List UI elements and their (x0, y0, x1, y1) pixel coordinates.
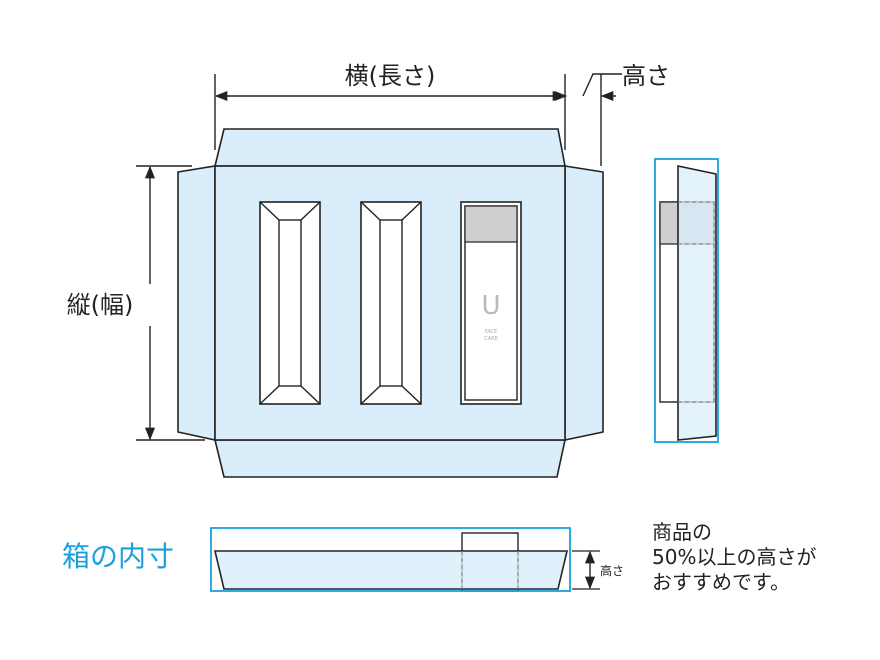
height-dimension-top: 高さ (551, 62, 670, 166)
empty-slot (360, 201, 422, 405)
front-tray (213, 550, 569, 590)
empty-slot (259, 201, 321, 405)
note-line: おすすめです。 (652, 570, 790, 594)
bottom-flap (213, 439, 566, 478)
width-label: 横(長さ) (345, 62, 436, 90)
product-line2: CARE (484, 336, 498, 342)
top-flap (213, 128, 566, 167)
side-inner-size-frame (654, 158, 719, 443)
front-view: 箱の内寸 高さ (62, 527, 624, 592)
depth-dimension: 縦(幅) (67, 165, 205, 441)
depth-label: 縦(幅) (67, 291, 134, 319)
height-label-top: 高さ (622, 62, 670, 90)
width-dimension: 横(長さ) (214, 62, 566, 150)
front-inner-size-frame (210, 527, 571, 592)
product-letter: U (481, 291, 500, 321)
left-flap (177, 165, 216, 441)
inner-size-label: 箱の内寸 (62, 540, 174, 573)
product-slot: U FACE CARE (460, 201, 522, 405)
product-line1: FACE (485, 329, 497, 335)
side-view (654, 158, 719, 443)
right-flap (564, 165, 604, 441)
note-line: 商品の (652, 520, 712, 544)
height-label-small: 高さ (600, 563, 624, 578)
product-cap (464, 205, 518, 243)
tray-top-view: U FACE CARE (177, 128, 604, 478)
note-line: 50%以上の高さが (652, 545, 817, 569)
